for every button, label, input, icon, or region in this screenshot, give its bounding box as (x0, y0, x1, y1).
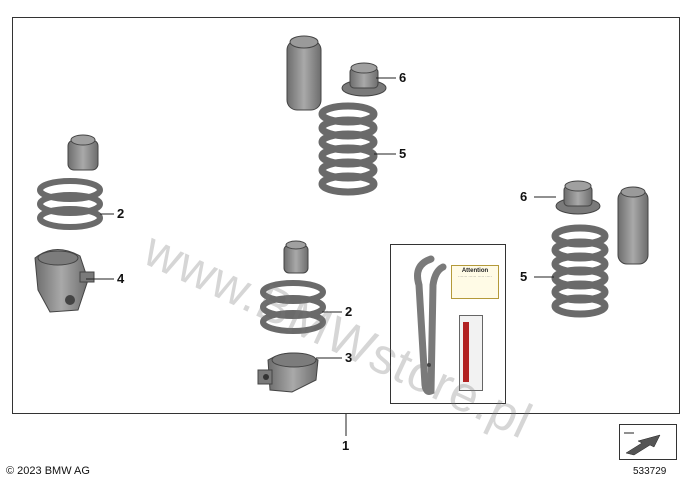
direction-box (619, 424, 677, 460)
callout-3: 3 (345, 350, 353, 365)
dust-sleeve-top (286, 35, 322, 111)
callout-6-top: 6 (399, 70, 407, 85)
dust-sleeve-right (617, 186, 649, 265)
hook-wrench-illustration (414, 255, 447, 395)
bump-stop-left (67, 134, 99, 171)
callout-5-top: 5 (399, 146, 407, 161)
instruction-sheet (459, 315, 483, 391)
callout-5-right: 5 (520, 269, 528, 284)
copyright-text: © 2023 BMW AG (6, 465, 90, 477)
spring-seat-right (555, 180, 601, 215)
attention-note-title: Attention (461, 268, 489, 274)
tool-kit-inset: Attention ······· ······ ····· ····· (390, 244, 506, 404)
callout-4: 4 (117, 271, 125, 286)
callout-6-right: 6 (520, 189, 528, 204)
spring-seat-top (341, 62, 387, 97)
arrow-icon (624, 432, 661, 456)
coil-spring-left (37, 178, 103, 230)
diagram-number: 533729 (633, 466, 667, 477)
spring-adjuster-left (34, 249, 95, 313)
spring-adjuster-center (257, 352, 319, 393)
bump-stop-center (283, 240, 309, 274)
coil-spring-center (260, 280, 326, 334)
attention-note-text: ······· ······ ····· ····· (458, 274, 492, 279)
coil-spring-right (551, 224, 609, 318)
callout-1: 1 (342, 438, 350, 453)
callout-2-center: 2 (345, 304, 353, 319)
coil-spring-top (318, 102, 378, 196)
attention-note: Attention ······· ······ ····· ····· (451, 265, 499, 299)
callout-2-left: 2 (117, 206, 125, 221)
leader-lines (86, 77, 556, 436)
diagram-frame (12, 17, 680, 414)
